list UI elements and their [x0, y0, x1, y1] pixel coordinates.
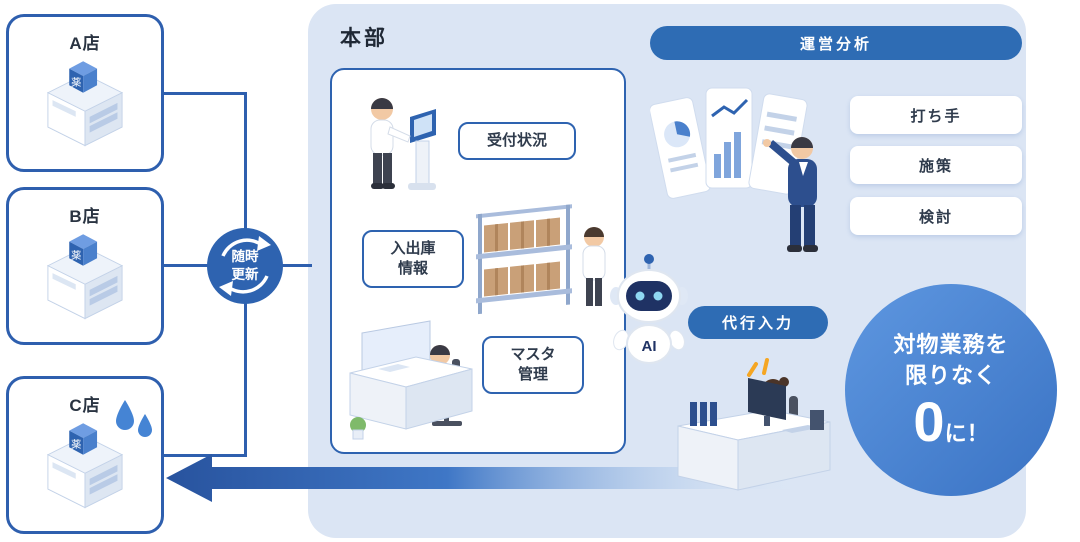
sync-circle-icon: [207, 228, 283, 304]
analysis-dashboard-icon: [650, 87, 818, 252]
feedback-arrow-icon: [166, 454, 790, 502]
goal-zero-row: 0 に！: [913, 389, 989, 453]
reception-status-label: 受付状況: [458, 122, 576, 160]
connector-store-a: [164, 92, 246, 95]
goal-zero: 0: [913, 389, 945, 453]
store-card-c: C店 薬: [6, 376, 164, 534]
binders-icon: [690, 402, 717, 426]
medicine-kanji: 薬: [71, 439, 81, 451]
sync-badge: 随時 更新: [207, 228, 283, 304]
pharmacy-machine-icon: 薬: [46, 234, 124, 320]
connector-store-b: [164, 264, 246, 267]
store-card-b: B店 薬: [6, 187, 164, 345]
stock-shelf-icon: [476, 204, 606, 315]
robot-ai-text: AI: [642, 338, 657, 355]
alert-spark-icon: [747, 358, 769, 377]
staff-at-kiosk-icon: [370, 98, 436, 190]
master-line1: マスタ: [510, 345, 556, 363]
proxy-input-header: 代行入力: [688, 306, 828, 339]
store-card-a: A店 薬: [6, 14, 164, 172]
goal-circle: 対物業務を 限りなく 0 に！: [845, 284, 1057, 496]
reception-status-text: 受付状況: [486, 131, 547, 149]
sync-line1: 随時: [231, 249, 259, 265]
ai-robot-icon: AI: [610, 254, 688, 364]
store-c-label: C店: [69, 396, 101, 415]
store-b-label: B店: [69, 207, 101, 226]
store-a-label: A店: [69, 34, 101, 53]
goal-line2: 限りなく: [904, 363, 997, 388]
analysis-header-text: 運営分析: [799, 35, 872, 53]
proxy-input-text: 代行入力: [721, 315, 794, 332]
inventory-info-label: 入出庫 情報: [362, 230, 464, 288]
medicine-kanji: 薬: [71, 77, 81, 89]
pharmacy-machine-icon: 薬: [46, 61, 124, 147]
analysis-tag-kentou: 検討: [850, 197, 1022, 235]
analysis-header: 運営分析: [650, 26, 1022, 60]
goal-line1: 対物業務を: [893, 332, 1009, 358]
analysis-tag-text: 施策: [918, 157, 953, 175]
analysis-tag-uchite: 打ち手: [850, 96, 1022, 134]
goal-suffix: に！: [944, 420, 989, 446]
connector-store-c: [164, 454, 246, 457]
master-management-label: マスタ 管理: [482, 336, 584, 394]
pharmacy-machine-icon: 薬: [46, 423, 124, 509]
operator-desk-icon: [677, 358, 831, 491]
master-line2: 管理: [517, 366, 548, 383]
inventory-info-line2: 情報: [397, 260, 428, 277]
analysis-tag-text: 検討: [918, 208, 953, 226]
analysis-tag-shisaku: 施策: [850, 146, 1022, 184]
inventory-info-line1: 入出庫: [390, 239, 436, 257]
sweat-drops-icon: [116, 400, 152, 437]
medicine-kanji: 薬: [71, 250, 81, 262]
sync-line2: 更新: [231, 267, 259, 282]
hq-title: 本部: [340, 27, 388, 50]
analysis-tag-text: 打ち手: [910, 107, 962, 125]
master-desk-icon: [349, 320, 473, 440]
